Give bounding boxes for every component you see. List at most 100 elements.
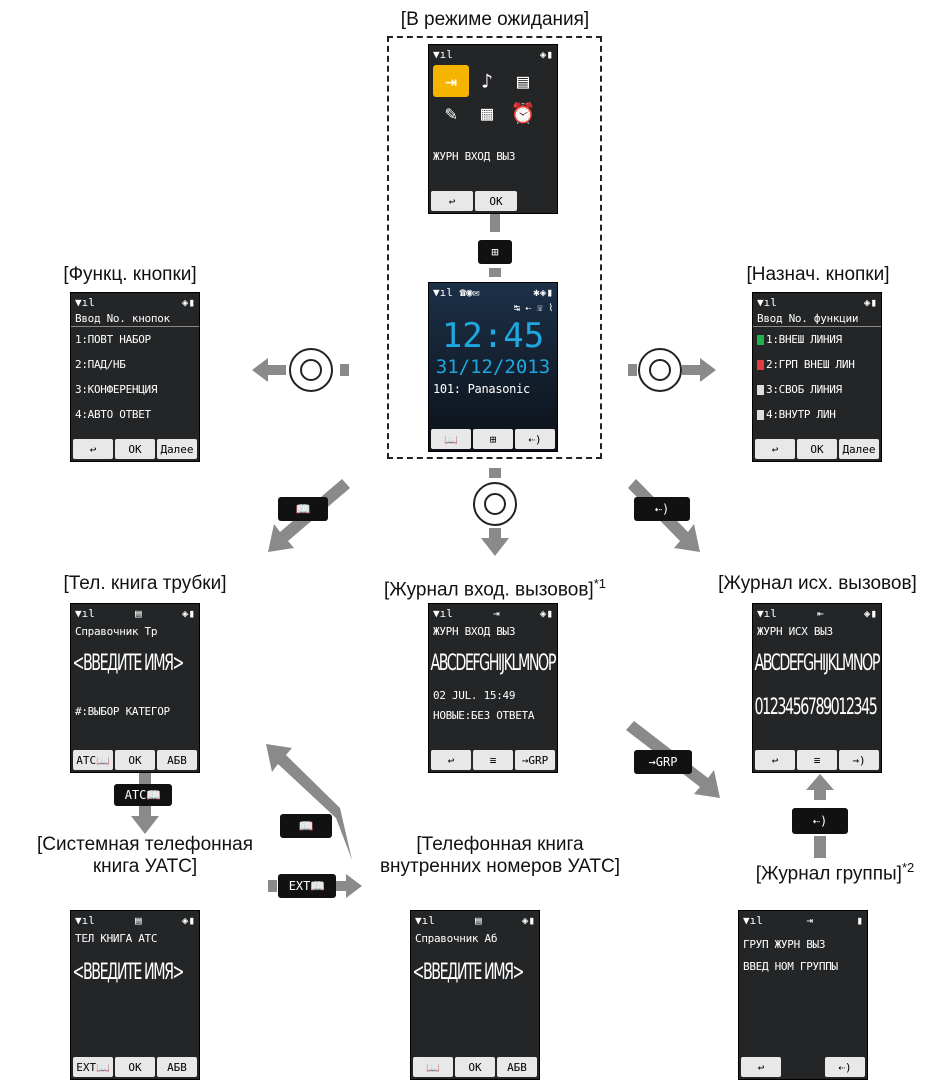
next-key[interactable]: Далее [157,439,197,459]
name-prompt[interactable]: <ВВЕДИТЕ ИМЯ> [72,651,184,676]
back-key[interactable]: ↩ [431,191,473,211]
menu-grid: ⇥ ♪ ▤ ✎ ▦ ⏰ [429,63,557,131]
assign-item-4[interactable]: 4:ВНУТР ЛИН [753,402,881,427]
clock-time: 12:45 [441,316,545,356]
grp-key[interactable]: →GRP [515,750,555,770]
phonebook-key[interactable]: 📖 [413,1057,453,1077]
battery-icon: ◈▮ [181,913,195,927]
ok-key[interactable]: OK [455,1057,495,1077]
incoming-icon: ⇥ [806,913,813,927]
assign-item-2[interactable]: 2:ГРП ВНЕШ ЛИН [753,352,881,377]
ok-key[interactable]: OK [115,750,155,770]
abc-key[interactable]: АБВ [157,750,197,770]
func-item-3[interactable]: 3:КОНФЕРЕНЦИЯ [75,383,158,396]
assign-item-3-text: 3:СВОБ ЛИНИЯ [766,383,842,396]
signal-icon: ▼ıl [415,913,435,927]
outgoing-key[interactable]: ⇠) [515,429,555,449]
battery-icon: ◈▮ [539,606,553,620]
signal-icon: ▼ıl [433,47,453,61]
list-key[interactable]: ≡ [473,750,513,770]
next-key[interactable]: Далее [839,439,879,459]
assign-item-3[interactable]: 3:СВОБ ЛИНИЯ [753,377,881,402]
abc-key[interactable]: АБВ [157,1057,197,1077]
status-bar: ▼ıl⇥▮ [739,911,867,929]
battery-icon: ◈▮ [539,47,553,61]
assign-item-2-text: 2:ГРП ВНЕШ ЛИН [766,358,855,371]
book-icon[interactable]: ▤ [516,69,530,93]
ok-key[interactable]: OK [797,439,837,459]
caption-func-keys: [Функц. кнопки] [63,264,197,285]
abc-key[interactable]: АБВ [497,1057,537,1077]
phonebook-key-label-2: 📖 [280,814,332,838]
alarm-icon[interactable]: ⏰ [510,101,536,125]
battery-icon: ◈▮ [521,913,535,927]
call-key-label-2: ⇠) [792,808,848,834]
softkeys: ↩ ≡ →) [755,750,879,770]
softkeys: 📖 OK АБВ [413,1057,537,1077]
menu-selected-label: ЖУРН ВХОД ВЫЗ [433,150,516,163]
status-bar: ▼ıl▤◈▮ [71,604,199,622]
battery-icon: ◈▮ [181,606,195,620]
incoming-log-icon[interactable]: ⇥ [433,65,469,97]
caption-incoming-log: [Журнал вход. вызовов]*1 [340,573,650,601]
clock-date: 31/12/2013 [435,356,551,378]
group-prompt[interactable]: ВВЕД НОМ ГРУППЫ [743,960,838,973]
arrow-left-func [252,358,286,382]
caller-name: ABCDEFGHIJKLMNOP [430,651,556,676]
func-item-1[interactable]: 1:ПОВТ НАБОР [75,333,151,346]
call-key[interactable]: ⇠) [825,1057,865,1077]
screen-func-keys: ▼ıl◈▮ Ввод No. кнопок 1:ПОВТ НАБОР 2:ПАД… [70,292,200,462]
caption-incoming-text: [Журнал вход. вызовов] [384,579,594,601]
group-title: ГРУП ЖУРН ВЫЗ [743,938,826,951]
battery-icon: ◈▮ [863,295,877,309]
arrow-down-incoming [481,528,509,556]
call-key-label: ⇠) [634,497,690,521]
back-key[interactable]: ↩ [755,439,795,459]
caption-outgoing-log: [Журнал исх. вызовов] [718,573,917,594]
extension-label: 101: Panasonic [433,382,530,396]
menu-key: ⊞ [478,240,512,264]
list-key[interactable]: ≡ [797,750,837,770]
softkeys: ↩ OK Далее [755,439,879,459]
wrench-icon[interactable]: ✎ [444,101,458,125]
callee-number: 0123456789012345 [754,695,877,720]
red-marker [757,360,764,370]
ringer-icon[interactable]: ♪ [480,69,494,93]
back-key[interactable]: ↩ [741,1057,781,1077]
caption-system-pb-l2: книга УАТС] [92,856,198,877]
arrow-right-assign [682,358,716,382]
func-item-2[interactable]: 2:ПАД/НБ [75,358,126,371]
ext-title: Справочник Аб [415,932,498,945]
status-bar: ▼ıl◈▮ [71,293,199,311]
signal-icon: ▼ıl ☎◉✉ [433,285,480,299]
signal-icon: ▼ıl [743,913,763,927]
ok-key[interactable]: OK [115,439,155,459]
phonebook-key[interactable]: 📖 [431,429,471,449]
name-prompt[interactable]: <ВВЕДИТЕ ИМЯ> [72,960,184,985]
grp-key-label: →GRP [634,750,692,774]
system-title: ТЕЛ КНИГА АТС [75,932,158,945]
screen-assign-keys: ▼ıl◈▮ Ввод No. функции 1:ВНЕШ ЛИНИЯ 2:ГР… [752,292,882,462]
back-key[interactable]: ↩ [431,750,471,770]
back-key[interactable]: ↩ [73,439,113,459]
menu-soft-key[interactable]: ⊞ [473,429,513,449]
ok-key[interactable]: OK [475,191,517,211]
atc-key[interactable]: АТС📖 [73,750,113,770]
outgoing-icon: ⇤ [817,606,824,620]
ok-key[interactable]: OK [115,1057,155,1077]
call-key[interactable]: →) [839,750,879,770]
signal-icon: ▼ıl [75,913,95,927]
ext-key[interactable]: EXT📖 [73,1057,113,1077]
back-key[interactable]: ↩ [755,750,795,770]
assign-item-1[interactable]: 1:ВНЕШ ЛИНИЯ [753,327,881,352]
footnote-2: *2 [901,860,915,875]
arrow-right-ext [336,874,362,898]
name-prompt[interactable]: <ВВЕДИТЕ ИМЯ> [412,960,524,985]
settings-icon[interactable]: ▦ [480,101,494,125]
func-header: Ввод No. кнопок [71,311,199,327]
status-bar: ▼ıl⇥◈▮ [429,604,557,622]
arrow-right-ext-tail [268,880,277,892]
status-bar: ▼ıl◈▮ [753,293,881,311]
func-item-4[interactable]: 4:АВТО ОТВЕТ [75,408,151,421]
category-hint: #:ВЫБОР КАТЕГОР [75,705,170,718]
